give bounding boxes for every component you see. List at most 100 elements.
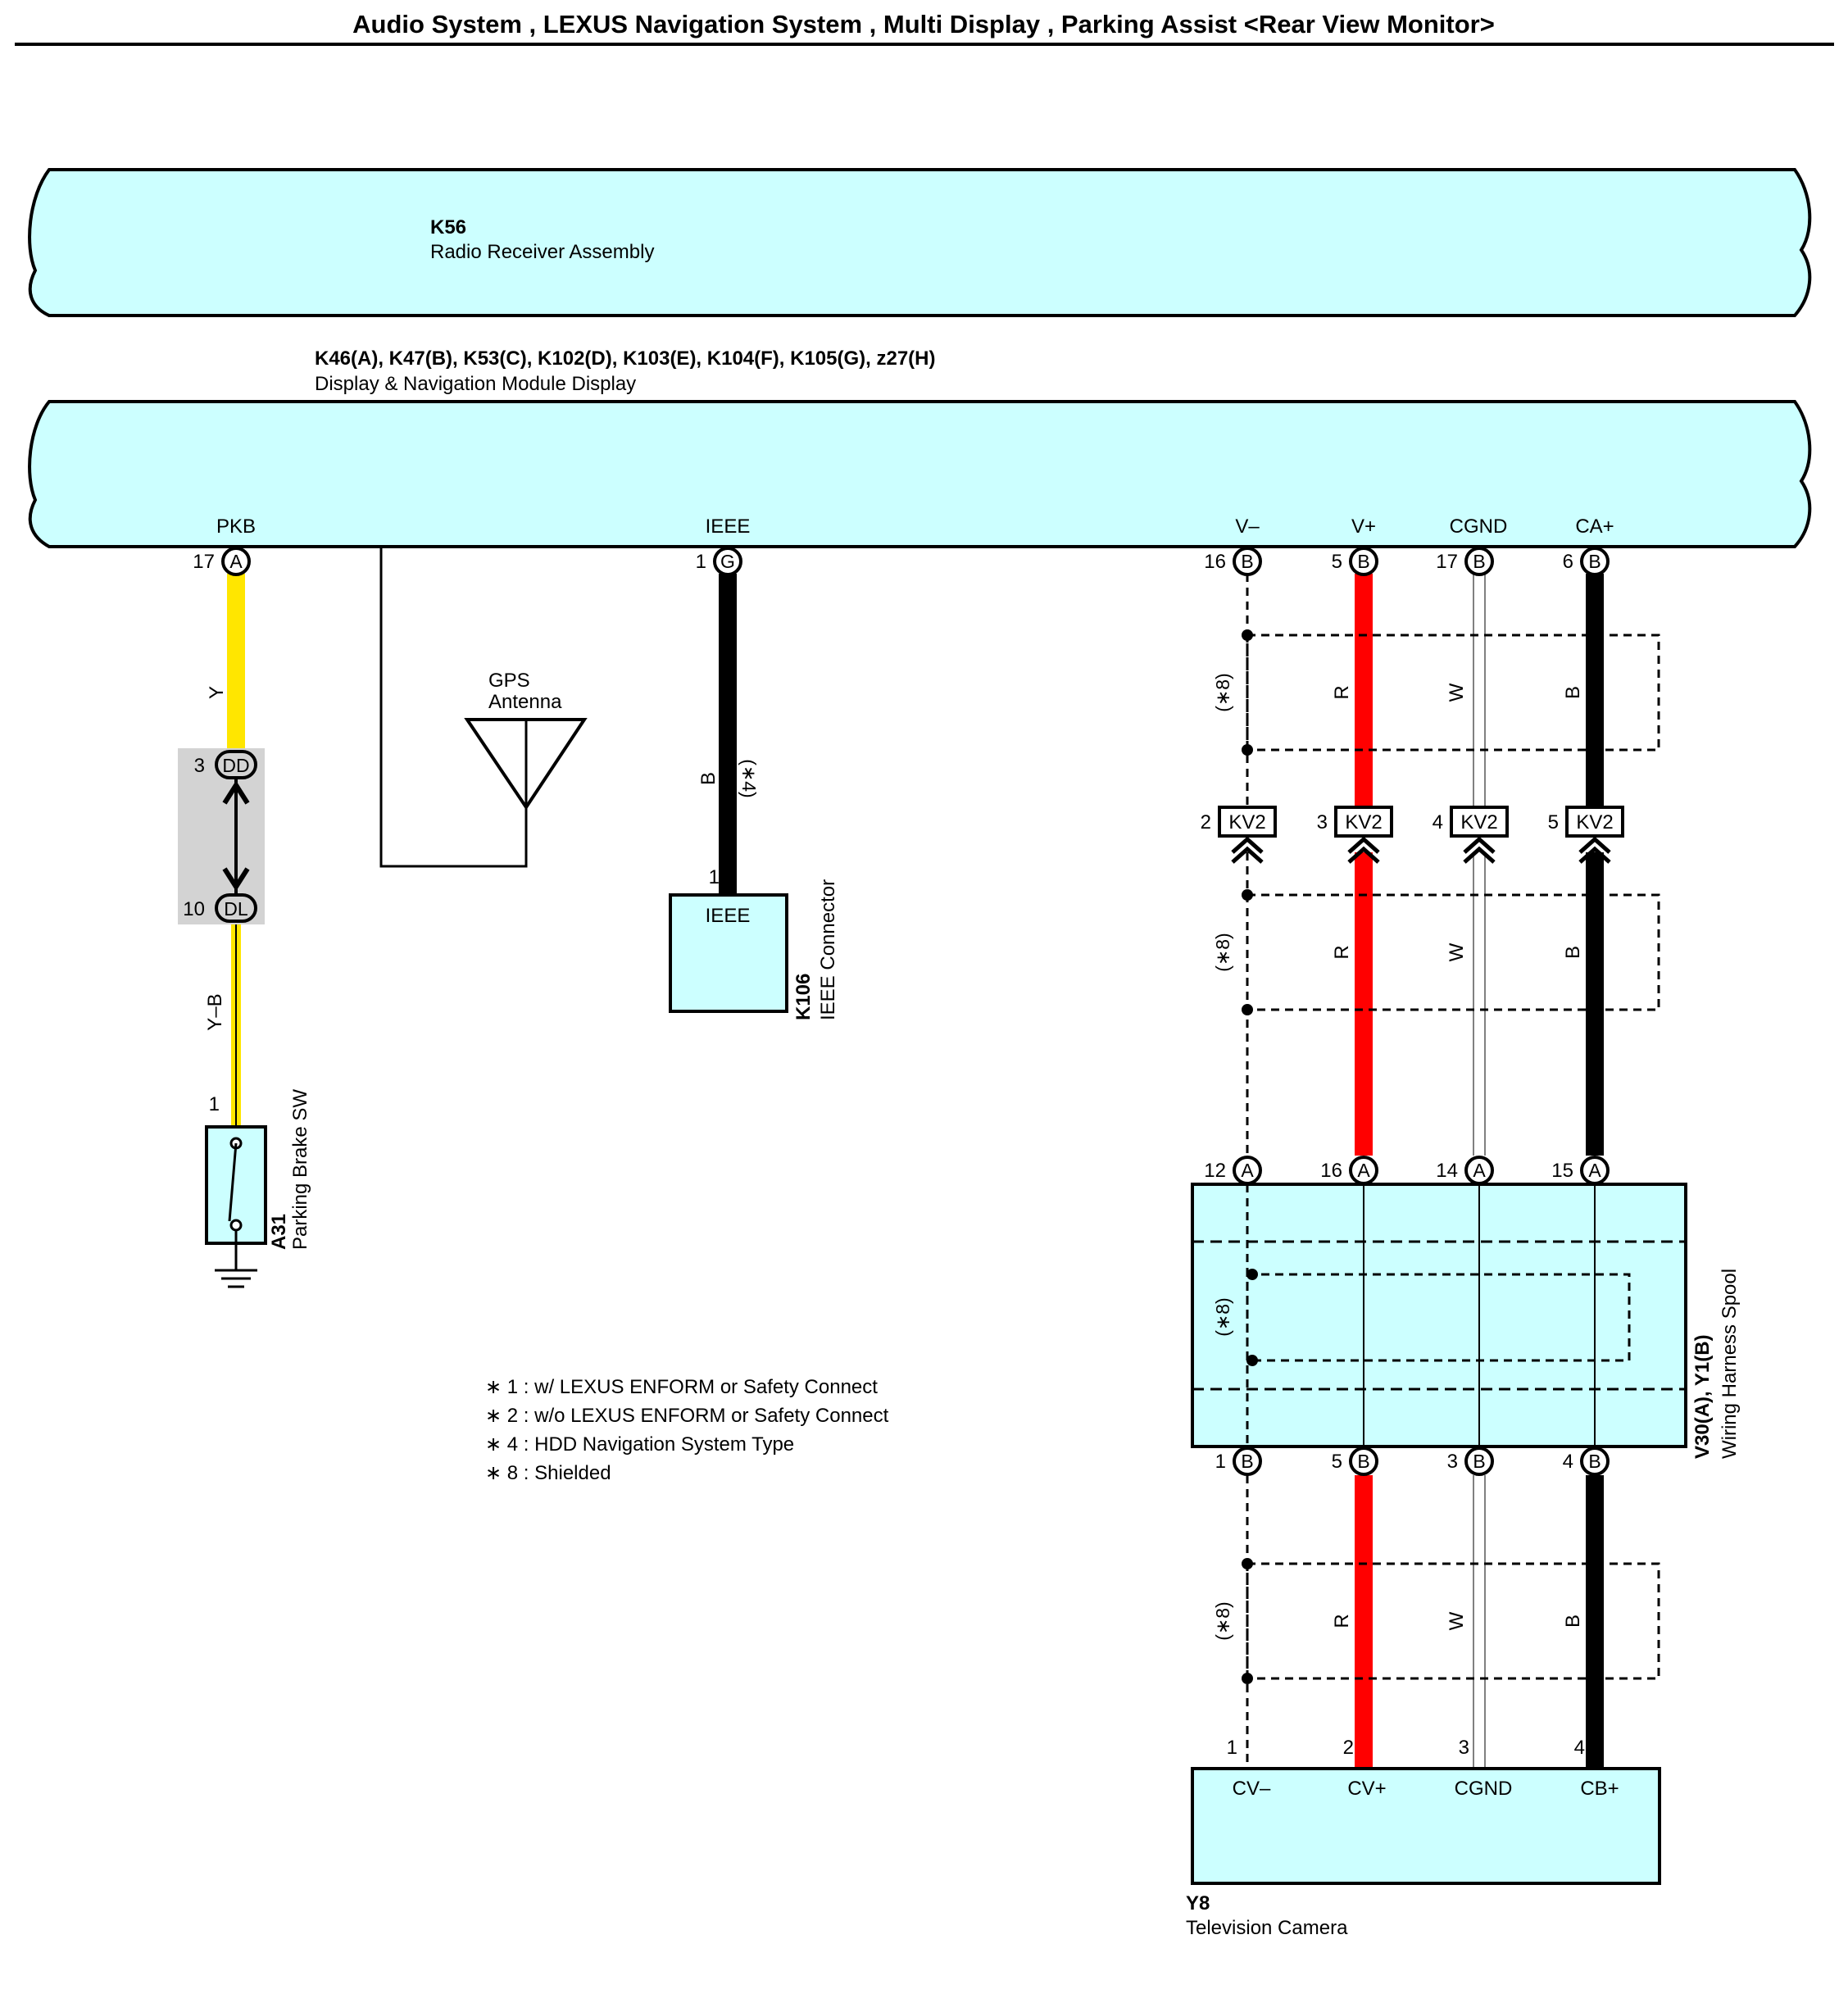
camera-code: Y8 [1186,1892,1210,1914]
kv2-label-vplus: KV2 [1345,811,1382,833]
junction-chevron-down-icon [222,867,250,892]
kv2-pin-vplus: 3 [1317,811,1328,833]
a31-name: Parking Brake SW [289,1089,311,1250]
kv2-pin-caplus: 5 [1548,811,1559,833]
a31-code: A31 [268,1214,290,1250]
kv2-chevron-icon [1347,836,1380,864]
spool-bottom-conn-cgnd: B [1473,1451,1485,1472]
terminal-label-caplus: CA+ [1575,515,1614,538]
junction-dl-letter: DL [224,898,248,920]
spool-code: V30(A), Y1(B) [1691,1334,1714,1459]
junction-dd-pin-number: 3 [194,755,205,777]
display-module-name: Display & Navigation Module Display [315,373,636,395]
spool-top-num-cgnd: 14 [1436,1160,1458,1182]
k106-terminal-label: IEEE [706,905,751,927]
shield-box-3 [1246,1562,1660,1680]
camera-terminal-cbplus: CB+ [1580,1778,1619,1800]
caplus-connector-pin [1580,547,1610,576]
kv2-chevron-icon [1463,836,1496,864]
spool-top-num-caplus: 15 [1551,1160,1573,1182]
spool-top-pin-vminus [1233,1156,1262,1185]
page-title: Audio System , LEXUS Navigation System ,… [352,10,1495,39]
k56-code: K56 [430,216,466,238]
shield-box-2 [1246,893,1660,1011]
spool-top-num-vplus: 16 [1320,1160,1342,1182]
gps-label-line1: GPS [488,670,530,692]
vminus-conn-letter: B [1241,551,1253,572]
spool-bottom-num-cgnd: 3 [1447,1451,1458,1473]
radio-receiver-assembly-body [28,168,1812,317]
pkb-conn-letter: A [229,551,243,572]
footnote-2: ∗ 2 : w/o LEXUS ENFORM or Safety Connect [485,1405,889,1427]
ieee-conn-letter: G [720,551,735,572]
display-navigation-module-body [28,400,1812,548]
terminal-label-cgnd: CGND [1450,515,1508,538]
spool-bottom-num-vminus: 1 [1215,1451,1226,1473]
kv2-pin-cgnd: 4 [1433,811,1443,833]
spool-bottom-pin-caplus [1580,1447,1610,1476]
ieee-connector-pin [713,547,742,576]
ieee-wire-note: (∗4) [738,759,760,797]
shield-node [1242,629,1253,641]
kv2-pin-vminus: 2 [1201,811,1211,833]
switch-lever [228,1142,238,1222]
terminal-label-vminus: V– [1235,515,1260,538]
kv2-box-cgnd [1450,806,1509,838]
cgnd-connector-pin [1464,547,1494,576]
camera-pin-1: 1 [1227,1737,1237,1759]
kv2-label-caplus: KV2 [1576,811,1613,833]
junction-dl-pin [215,893,257,923]
wiring-harness-spool-body [1191,1183,1687,1448]
spool-bottom-conn-vplus: B [1357,1451,1369,1472]
junction-dd-letter: DD [222,755,249,776]
junction-dd-pin [215,750,257,779]
wire-color-white-3: W [1446,1611,1468,1630]
kv2-chevron-icon [1578,836,1611,864]
vplus-pin-number: 5 [1332,551,1342,573]
footnote-4: ∗ 4 : HDD Navigation System Type [485,1433,794,1456]
spool-top-pins: A 12 A 16 A 14 A 15 [1204,1156,1610,1185]
camera-name: Television Camera [1186,1917,1348,1939]
footnote-8: ∗ 8 : Shielded [485,1462,611,1484]
switch-contact-bottom [229,1219,243,1232]
wire-color-white-1: W [1446,683,1468,702]
footnotes: ∗ 1 : w/ LEXUS ENFORM or Safety Connect … [485,1376,889,1484]
spool-shield-box [1246,1273,1631,1362]
camera-terminal-cvplus: CV+ [1347,1778,1386,1800]
pkb-connector-pin [221,547,251,576]
wire-color-black-1: B [1562,686,1584,699]
spool-top-pin-vplus [1349,1156,1378,1185]
gps-label-line2: Antenna [488,691,562,713]
cgnd-pin-number: 17 [1436,551,1458,573]
junction-box [178,748,265,924]
ieee-pin-number: 1 [696,551,706,573]
shield-node [1242,889,1253,901]
k106-code: K106 [792,974,815,1020]
vminus-connector-pin [1233,547,1262,576]
k56-name: Radio Receiver Assembly [430,241,654,263]
cgnd-conn-letter: B [1473,551,1485,572]
spool-bottom-pins: B 1 B 5 B 3 B 4 [1215,1447,1610,1476]
spool-top-conn-vplus: A [1357,1160,1370,1181]
spool-bottom-pin-vminus [1233,1447,1262,1476]
ieee-connector-body [669,893,788,1013]
kv2-box-vminus [1218,806,1277,838]
spool-bottom-conn-caplus: B [1588,1451,1601,1472]
shield-node [1246,1355,1258,1366]
shield-node [1242,1673,1253,1684]
spool-top-conn-vminus: A [1241,1160,1254,1181]
pkb-wire-color-lower: Y–B [204,993,226,1030]
kv2-label-cgnd: KV2 [1460,811,1497,833]
display-module-codes: K46(A), K47(B), K53(C), K102(D), K103(E)… [315,347,936,370]
shield-node [1242,1004,1253,1015]
vminus-pin-number: 16 [1204,551,1226,573]
shield-node [1242,744,1253,756]
kv2-connector-row: KV2 2 KV2 3 KV2 4 KV2 5 [1201,806,1624,838]
spool-bottom-num-vplus: 5 [1332,1451,1342,1473]
kv2-label-vminus: KV2 [1228,811,1265,833]
spool-bottom-conn-vminus: B [1241,1451,1253,1472]
terminal-label-pkb: PKB [216,515,256,538]
shield-note-1: (∗8) [1212,673,1233,711]
caplus-pin-number: 6 [1563,551,1573,573]
